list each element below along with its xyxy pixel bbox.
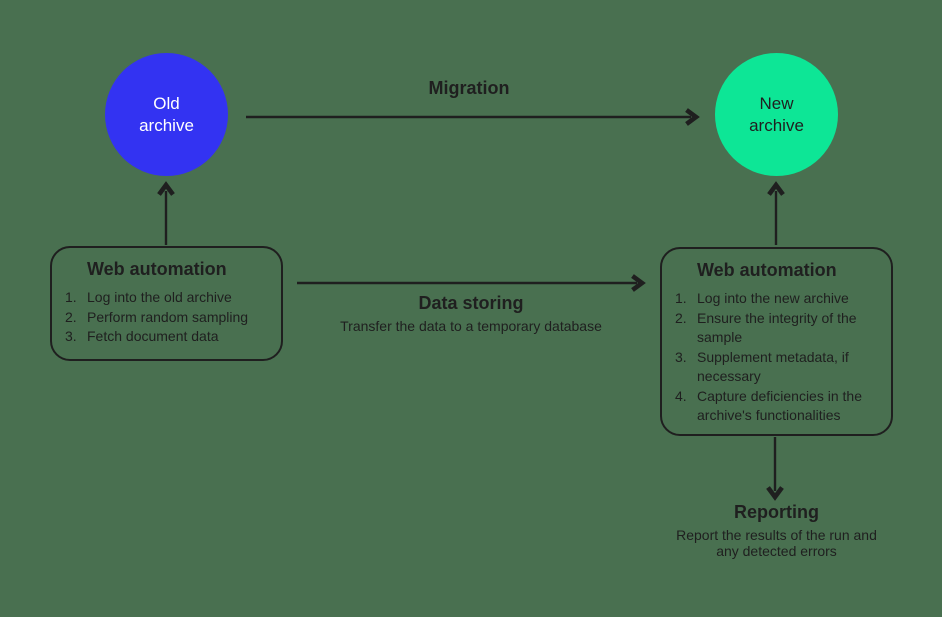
old-archive-up-arrowhead-icon (157, 181, 175, 196)
list-item-text: Log into the old archive (87, 289, 232, 305)
web-automation-box-old: Web automation 1. Log into the old archi… (50, 246, 283, 361)
list-item-number: 3. (675, 348, 687, 365)
list-item: 2. Ensure the integrity of the sample (662, 309, 891, 348)
old-archive-node: Old archive (105, 53, 228, 176)
list-item-text: Supplement metadata, if necessary (697, 348, 849, 385)
list-item-number: 1. (675, 290, 687, 306)
list-item-number: 4. (675, 387, 687, 404)
list-item-text: Ensure the integrity of the sample (697, 309, 857, 346)
reporting-label: Reporting (734, 502, 819, 522)
web-automation-box-old-title: Web automation (87, 259, 227, 279)
list-item: 1. Log into the new archive (662, 289, 891, 309)
old-archive-label: Old archive (139, 93, 194, 135)
list-item-number: 3. (65, 328, 77, 344)
new-archive-node: New archive (715, 53, 838, 176)
list-item-text: Capture deficiencies in the archive's fu… (697, 387, 862, 424)
reporting-description: Report the results of the run and any de… (676, 527, 877, 559)
new-archive-up-arrowhead-icon (767, 181, 785, 196)
list-item-number: 2. (675, 309, 687, 326)
migration-arrow (246, 108, 700, 126)
list-item: 3. Fetch document data (52, 327, 281, 347)
data-storing-label: Data storing (418, 293, 524, 313)
data-storing-description: Transfer the data to a temporary databas… (340, 318, 602, 334)
list-item-text: Log into the new archive (697, 290, 849, 306)
migration-edge-label: Migration (344, 77, 594, 99)
list-item: 3. Supplement metadata, if necessary (662, 348, 891, 387)
web-automation-box-new: Web automation 1. Log into the new archi… (660, 247, 893, 436)
reporting-down-arrowhead-icon (766, 486, 784, 501)
list-item-text: Perform random sampling (87, 308, 249, 325)
list-item-number: 1. (65, 289, 77, 305)
reporting-down-arrow (766, 437, 784, 501)
list-item: 2. Perform random sampling (52, 308, 281, 328)
data-storing-arrowhead-icon (631, 274, 646, 292)
list-item: 4. Capture deficiencies in the archive's… (662, 387, 891, 426)
list-item-text: Fetch document data (87, 328, 219, 344)
list-item: 1. Log into the old archive (52, 288, 281, 308)
new-archive-up-arrow (767, 181, 785, 245)
data-storing-arrow (297, 274, 646, 292)
web-automation-box-new-title: Web automation (697, 260, 837, 280)
reporting-edge-label: Reporting Report the results of the run … (666, 501, 887, 559)
new-archive-label: New archive (749, 93, 804, 135)
list-item-number: 2. (65, 308, 77, 325)
data-storing-edge-label: Data storing Transfer the data to a temp… (321, 292, 621, 334)
migration-arrowhead-icon (685, 108, 700, 126)
old-archive-up-arrow (157, 181, 175, 245)
migration-label: Migration (428, 78, 510, 98)
